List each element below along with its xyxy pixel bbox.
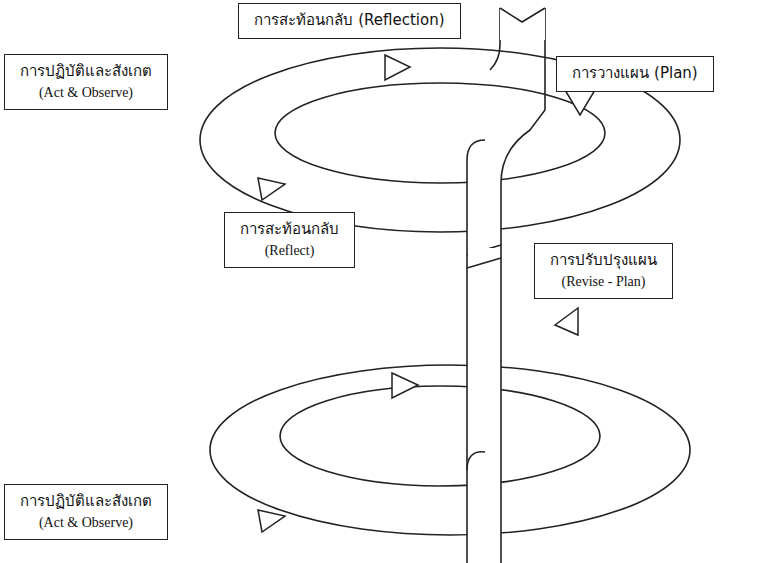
lower-ring-inner: [280, 386, 600, 486]
spiral-band: [467, 140, 501, 563]
band-head: [500, 8, 545, 40]
label-box: การวางแผน (Plan): [556, 56, 714, 92]
step-label: การสะท้อนกลับ (Reflect): [239, 219, 340, 261]
band-edge: [500, 183, 502, 563]
label-box: การปรับปรุงแผน (Revise - Plan): [534, 243, 673, 299]
lower-ring-outer: [210, 365, 690, 535]
band-gap: [468, 248, 500, 257]
band-curve: [490, 8, 500, 70]
band-curve: [501, 8, 545, 183]
step-label: การวางแผน (Plan): [571, 63, 699, 85]
band-edge: [466, 160, 468, 563]
band-break: [467, 245, 501, 268]
step-label: การปรับปรุงแผน (Revise - Plan): [549, 250, 658, 292]
band-curve: [467, 452, 485, 470]
band-curve: [467, 140, 485, 160]
band-head: [500, 8, 545, 22]
direction-arrow: [258, 178, 285, 200]
direction-arrow: [565, 90, 595, 115]
step-label: การปฏิบัติและสังเกต (Act & Observe): [19, 491, 153, 533]
direction-arrow: [392, 373, 418, 398]
label-box: การปฏิบัติและสังเกต (Act & Observe): [4, 54, 168, 110]
label-box: การสะท้อนกลับ (Reflect): [224, 212, 355, 268]
direction-arrow: [258, 510, 285, 532]
step-label: การสะท้อนกลับ (Reflection): [253, 10, 446, 32]
step-label: การปฏิบัติและสังเกต (Act & Observe): [19, 61, 153, 103]
direction-arrow: [385, 55, 410, 80]
label-box: การปฏิบัติและสังเกต (Act & Observe): [4, 484, 168, 540]
direction-arrow: [555, 308, 578, 335]
label-box: การสะท้อนกลับ (Reflection): [238, 3, 461, 39]
upper-ring-inner: [275, 83, 605, 183]
